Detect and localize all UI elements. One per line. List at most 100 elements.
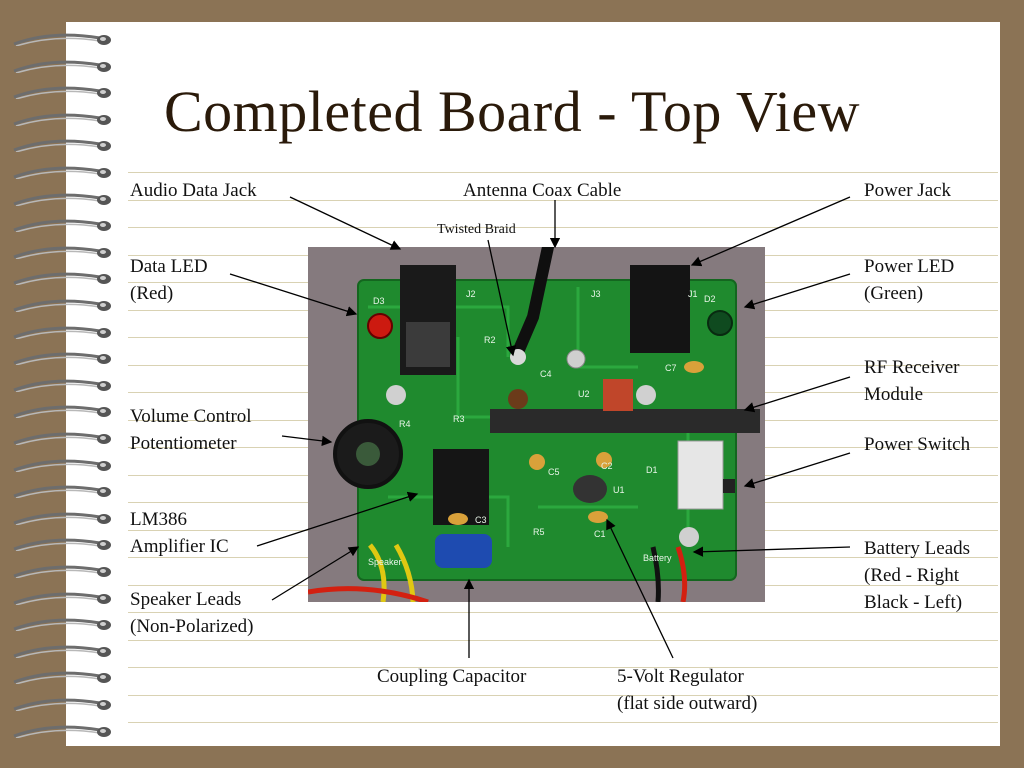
label-battery-line1: Battery Leads — [864, 538, 971, 559]
label-power-led-line2: (Green) — [864, 283, 924, 304]
silk-d3: D3 — [373, 296, 385, 306]
spiral-ring — [13, 113, 111, 126]
label-antenna-coax-cable: Antenna Coax Cable — [463, 180, 622, 201]
lm386-ic-part — [433, 449, 489, 525]
silk-u2: U2 — [578, 389, 590, 399]
power-jack-part — [630, 265, 690, 353]
silk-c5: C5 — [548, 467, 560, 477]
label-speaker-line2: (Non-Polarized) — [130, 616, 254, 637]
label-coupling-capacitor: Coupling Capacitor — [377, 666, 527, 687]
spiral-ring — [13, 538, 111, 551]
spiral-ring — [13, 326, 111, 339]
label-volume-line2: Potentiometer — [130, 433, 237, 454]
silk-c1: C1 — [594, 529, 606, 539]
silk-battery: Battery — [643, 553, 672, 563]
slide-title: Completed Board - Top View — [163, 79, 860, 144]
label-lm386-line1: LM386 — [130, 509, 187, 530]
battery-lead-red — [675, 546, 688, 603]
leader-speaker — [271, 546, 360, 601]
data-led-part — [367, 313, 393, 339]
label-power-switch: Power Switch — [864, 434, 971, 455]
power-switch-part — [677, 440, 724, 510]
board-photo: D3 J2 J3 J1 D2 R2 R3 R4 C4 C7 U2 C5 C2 U… — [307, 241, 765, 605]
label-regulator-line1: 5-Volt Regulator — [617, 666, 744, 687]
spiral-ring — [13, 193, 111, 206]
silk-d2: D2 — [704, 294, 716, 304]
ruled-line — [128, 640, 998, 641]
leader-rf-module — [743, 376, 851, 413]
spiral-ring — [13, 272, 111, 285]
leader-power-led — [743, 273, 851, 310]
ruled-line — [128, 200, 998, 201]
label-power-led: Power LED (Green) — [864, 253, 954, 307]
silk-c2: C2 — [601, 461, 613, 471]
speaker-lead-1 — [368, 543, 387, 603]
spiral-ring — [13, 485, 111, 498]
spiral-ring — [13, 219, 111, 232]
label-data-led-line1: Data LED — [130, 256, 208, 277]
battery-lead-black — [650, 546, 661, 603]
spiral-ring — [13, 405, 111, 418]
spiral-ring — [13, 698, 111, 711]
spiral-ring — [13, 725, 111, 738]
silk-r3: R3 — [453, 414, 465, 424]
label-volume-line1: Volume Control — [130, 406, 252, 427]
spiral-ring — [13, 592, 111, 605]
silk-j2: J2 — [466, 289, 476, 299]
leader-twisted-braid — [487, 239, 517, 357]
silk-c3: C3 — [475, 515, 487, 525]
pcb-illustration: D3 J2 J3 J1 D2 R2 R3 R4 C4 C7 U2 C5 C2 U… — [307, 241, 765, 605]
silk-c4: C4 — [540, 369, 552, 379]
spiral-ring — [13, 246, 111, 259]
ruled-line — [128, 172, 998, 173]
rf-coil — [603, 379, 633, 411]
spiral-ring — [13, 459, 111, 472]
leader-regulator — [606, 518, 674, 659]
silk-r2: R2 — [484, 335, 496, 345]
silk-c7: C7 — [665, 363, 677, 373]
rf-module-part — [490, 409, 760, 433]
regulator-part — [573, 475, 607, 503]
leader-lm386 — [256, 491, 419, 547]
spiral-ring — [13, 671, 111, 684]
silkscreen-labels: D3 J2 J3 J1 D2 R2 R3 R4 C4 C7 U2 C5 C2 U… — [368, 289, 716, 567]
silk-u1: U1 — [613, 485, 625, 495]
label-power-led-line1: Power LED — [864, 256, 955, 277]
spiral-ring — [13, 139, 111, 152]
spiral-ring — [13, 512, 111, 525]
spiral-ring — [13, 565, 111, 578]
label-data-led-line2: (Red) — [130, 283, 174, 304]
silk-speaker: Speaker — [368, 557, 402, 567]
ruled-line — [128, 667, 998, 668]
silk-j1: J1 — [688, 289, 698, 299]
label-regulator: 5-Volt Regulator (flat side outward) — [617, 663, 757, 717]
spiral-ring — [13, 166, 111, 179]
label-twisted-braid: Twisted Braid — [437, 222, 516, 237]
silk-r4: R4 — [399, 419, 411, 429]
silk-j3: J3 — [591, 289, 601, 299]
label-rf-receiver: RF Receiver Module — [864, 354, 960, 408]
label-data-led: Data LED (Red) — [130, 253, 208, 307]
label-power-jack: Power Jack — [864, 180, 952, 201]
label-speaker-line1: Speaker Leads — [130, 589, 242, 610]
label-battery-line3: Black - Left) — [864, 592, 963, 613]
leader-power-jack — [690, 196, 851, 267]
coax-part — [512, 241, 554, 358]
ruled-line — [128, 612, 998, 613]
label-lm386-line2: Amplifier IC — [130, 536, 229, 557]
spiral-ring — [13, 645, 111, 658]
label-battery-leads: Battery Leads (Red - Right Black - Left) — [864, 535, 970, 616]
spiral-ring — [13, 60, 111, 73]
spiral-ring — [13, 379, 111, 392]
label-battery-line2: (Red - Right — [864, 565, 959, 586]
spiral-ring — [13, 33, 111, 46]
spiral-ring — [13, 618, 111, 631]
spiral-ring — [13, 299, 111, 312]
label-audio-data-jack: Audio Data Jack — [130, 180, 257, 201]
leader-audio-jack — [289, 196, 402, 250]
label-volume-control: Volume Control Potentiometer — [130, 403, 252, 457]
label-lm386: LM386 Amplifier IC — [130, 506, 229, 560]
ruled-line — [128, 695, 998, 696]
label-regulator-line2: (flat side outward) — [617, 693, 758, 714]
